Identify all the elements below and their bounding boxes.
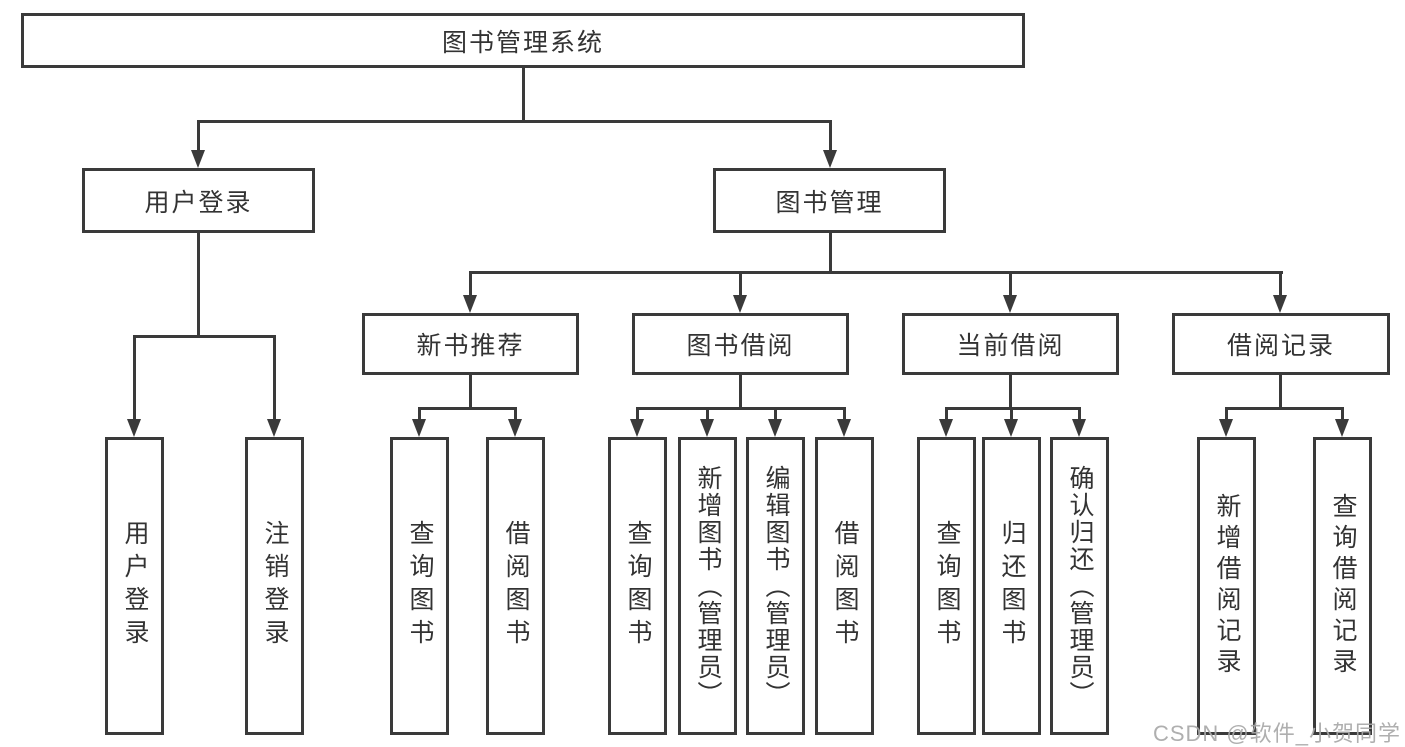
- arrow-to-borrow-records-icon: [1273, 295, 1287, 313]
- node-root-label: 图书管理系统: [441, 28, 604, 57]
- leaf-records-query-record: 查询借阅记录: [1313, 437, 1372, 735]
- connector-current-borrow-branch: [945, 407, 1081, 410]
- connector-to-leaf-bb-add: [706, 407, 709, 421]
- connector-to-leaf-br-add: [1225, 407, 1228, 421]
- connector-to-current-borrow: [1009, 271, 1012, 297]
- arrow-to-leaf-bb-edit-icon: [768, 419, 782, 437]
- connector-to-leaf-cb-return: [1010, 407, 1013, 421]
- connector-to-leaf-bb-edit: [774, 407, 777, 421]
- node-user-login: 用户登录: [82, 168, 315, 233]
- leaf-borrow-query-books-label: 查询图书: [624, 520, 652, 652]
- arrow-to-leaf-br-add-icon: [1219, 419, 1233, 437]
- node-current-borrow: 当前借阅: [902, 313, 1119, 375]
- connector-book-borrow-branch: [636, 407, 846, 410]
- arrow-to-leaf-nb-query-icon: [412, 419, 426, 437]
- connector-to-leaf-nb-query: [418, 407, 421, 421]
- leaf-borrow-borrow-books: 借阅图书: [815, 437, 874, 735]
- connector-to-new-book: [469, 271, 472, 297]
- leaf-logout-label: 注销登录: [261, 520, 289, 652]
- connector-to-leaf-logout: [273, 335, 276, 421]
- arrow-to-book-management-icon: [823, 150, 837, 168]
- connector-to-user-login: [197, 120, 200, 152]
- connector-book-management-branch: [469, 271, 1283, 274]
- leaf-records-query-record-label: 查询借阅记录: [1329, 493, 1357, 679]
- connector-book-management-stem: [829, 233, 832, 271]
- leaf-current-confirm-return-admin-label: 确认归还（管理员）: [1066, 464, 1094, 708]
- leaf-newbook-borrow-books-label: 借阅图书: [502, 520, 530, 652]
- arrow-to-new-book-icon: [463, 295, 477, 313]
- connector-root-stem: [522, 68, 525, 120]
- leaf-current-return-books-label: 归还图书: [998, 520, 1026, 652]
- connector-book-borrow-stem: [739, 375, 742, 407]
- leaf-records-add-record-label: 新增借阅记录: [1213, 493, 1241, 679]
- connector-new-book-stem: [469, 375, 472, 407]
- connector-to-leaf-bb-borrow: [843, 407, 846, 421]
- arrow-to-current-borrow-icon: [1003, 295, 1017, 313]
- connector-to-leaf-cb-confirm: [1078, 407, 1081, 421]
- connector-current-borrow-stem: [1009, 375, 1012, 407]
- arrow-to-leaf-br-query-icon: [1335, 419, 1349, 437]
- node-root-system: 图书管理系统: [21, 13, 1025, 68]
- node-new-book-recommend: 新书推荐: [362, 313, 579, 375]
- connector-root-branch: [197, 120, 832, 123]
- leaf-newbook-query-books-label: 查询图书: [406, 520, 434, 652]
- node-user-login-label: 用户登录: [144, 188, 253, 217]
- leaf-borrow-edit-books-admin-label: 编辑图书（管理员）: [762, 464, 790, 708]
- arrow-to-leaf-logout-icon: [267, 419, 281, 437]
- node-book-management: 图书管理: [713, 168, 946, 233]
- connector-borrow-records-stem: [1279, 375, 1282, 407]
- arrow-to-leaf-cb-confirm-icon: [1072, 419, 1086, 437]
- connector-to-book-management: [829, 120, 832, 152]
- arrow-to-leaf-bb-query-icon: [630, 419, 644, 437]
- arrow-to-leaf-bb-borrow-icon: [837, 419, 851, 437]
- node-book-management-label: 图书管理: [775, 188, 884, 217]
- node-borrow-records-label: 借阅记录: [1226, 332, 1335, 360]
- connector-to-leaf-br-query: [1341, 407, 1344, 421]
- arrow-to-book-borrow-icon: [733, 295, 747, 313]
- leaf-newbook-borrow-books: 借阅图书: [486, 437, 545, 735]
- leaf-user-login: 用户登录: [105, 437, 164, 735]
- leaf-current-return-books: 归还图书: [982, 437, 1041, 735]
- leaf-user-login-label: 用户登录: [121, 520, 149, 652]
- leaf-current-confirm-return-admin: 确认归还（管理员）: [1050, 437, 1109, 735]
- connector-new-book-branch: [418, 407, 517, 410]
- leaf-current-query-books: 查询图书: [917, 437, 976, 735]
- node-new-book-recommend-label: 新书推荐: [416, 332, 525, 360]
- leaf-borrow-query-books: 查询图书: [608, 437, 667, 735]
- arrow-to-leaf-user-login-icon: [127, 419, 141, 437]
- connector-to-leaf-user-login: [133, 335, 136, 421]
- connector-user-login-branch: [133, 335, 276, 338]
- leaf-borrow-edit-books-admin: 编辑图书（管理员）: [746, 437, 805, 735]
- csdn-watermark: CSDN @软件_小贺同学: [1152, 721, 1401, 746]
- arrow-to-leaf-cb-return-icon: [1004, 419, 1018, 437]
- leaf-borrow-borrow-books-label: 借阅图书: [831, 520, 859, 652]
- connector-to-book-borrow: [739, 271, 742, 297]
- node-current-borrow-label: 当前借阅: [956, 332, 1065, 360]
- connector-to-leaf-nb-borrow: [514, 407, 517, 421]
- arrow-to-leaf-nb-borrow-icon: [508, 419, 522, 437]
- connector-to-leaf-bb-query: [636, 407, 639, 421]
- leaf-logout: 注销登录: [245, 437, 304, 735]
- arrow-to-user-login-icon: [191, 150, 205, 168]
- connector-to-borrow-records: [1279, 271, 1282, 297]
- leaf-current-query-books-label: 查询图书: [933, 520, 961, 652]
- connector-borrow-records-branch: [1225, 407, 1344, 410]
- node-borrow-records: 借阅记录: [1172, 313, 1390, 375]
- arrow-to-leaf-cb-query-icon: [939, 419, 953, 437]
- leaf-borrow-add-books-admin: 新增图书（管理员）: [678, 437, 737, 735]
- leaf-borrow-add-books-admin-label: 新增图书（管理员）: [694, 464, 722, 708]
- node-book-borrow: 图书借阅: [632, 313, 849, 375]
- connector-to-leaf-cb-query: [945, 407, 948, 421]
- leaf-newbook-query-books: 查询图书: [390, 437, 449, 735]
- node-book-borrow-label: 图书借阅: [686, 332, 795, 360]
- connector-user-login-stem: [197, 233, 200, 335]
- leaf-records-add-record: 新增借阅记录: [1197, 437, 1256, 735]
- arrow-to-leaf-bb-add-icon: [700, 419, 714, 437]
